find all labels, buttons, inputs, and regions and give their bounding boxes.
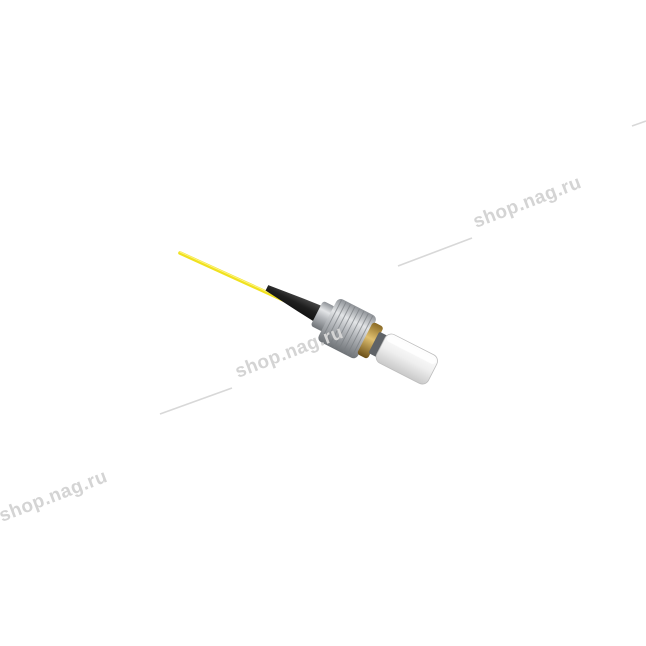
watermark-lines: [159, 120, 646, 415]
dust-cap: [375, 333, 438, 385]
watermark-text-3: shop.nag.ru: [0, 466, 110, 527]
fc-connector: [265, 285, 438, 385]
coupling-nut: [318, 298, 376, 359]
connector-boot: [265, 285, 325, 324]
watermark-text-1: shop.nag.ru: [232, 322, 346, 383]
brass-ring: [357, 322, 383, 359]
watermark-text-2: shop.nag.ru: [470, 172, 584, 233]
